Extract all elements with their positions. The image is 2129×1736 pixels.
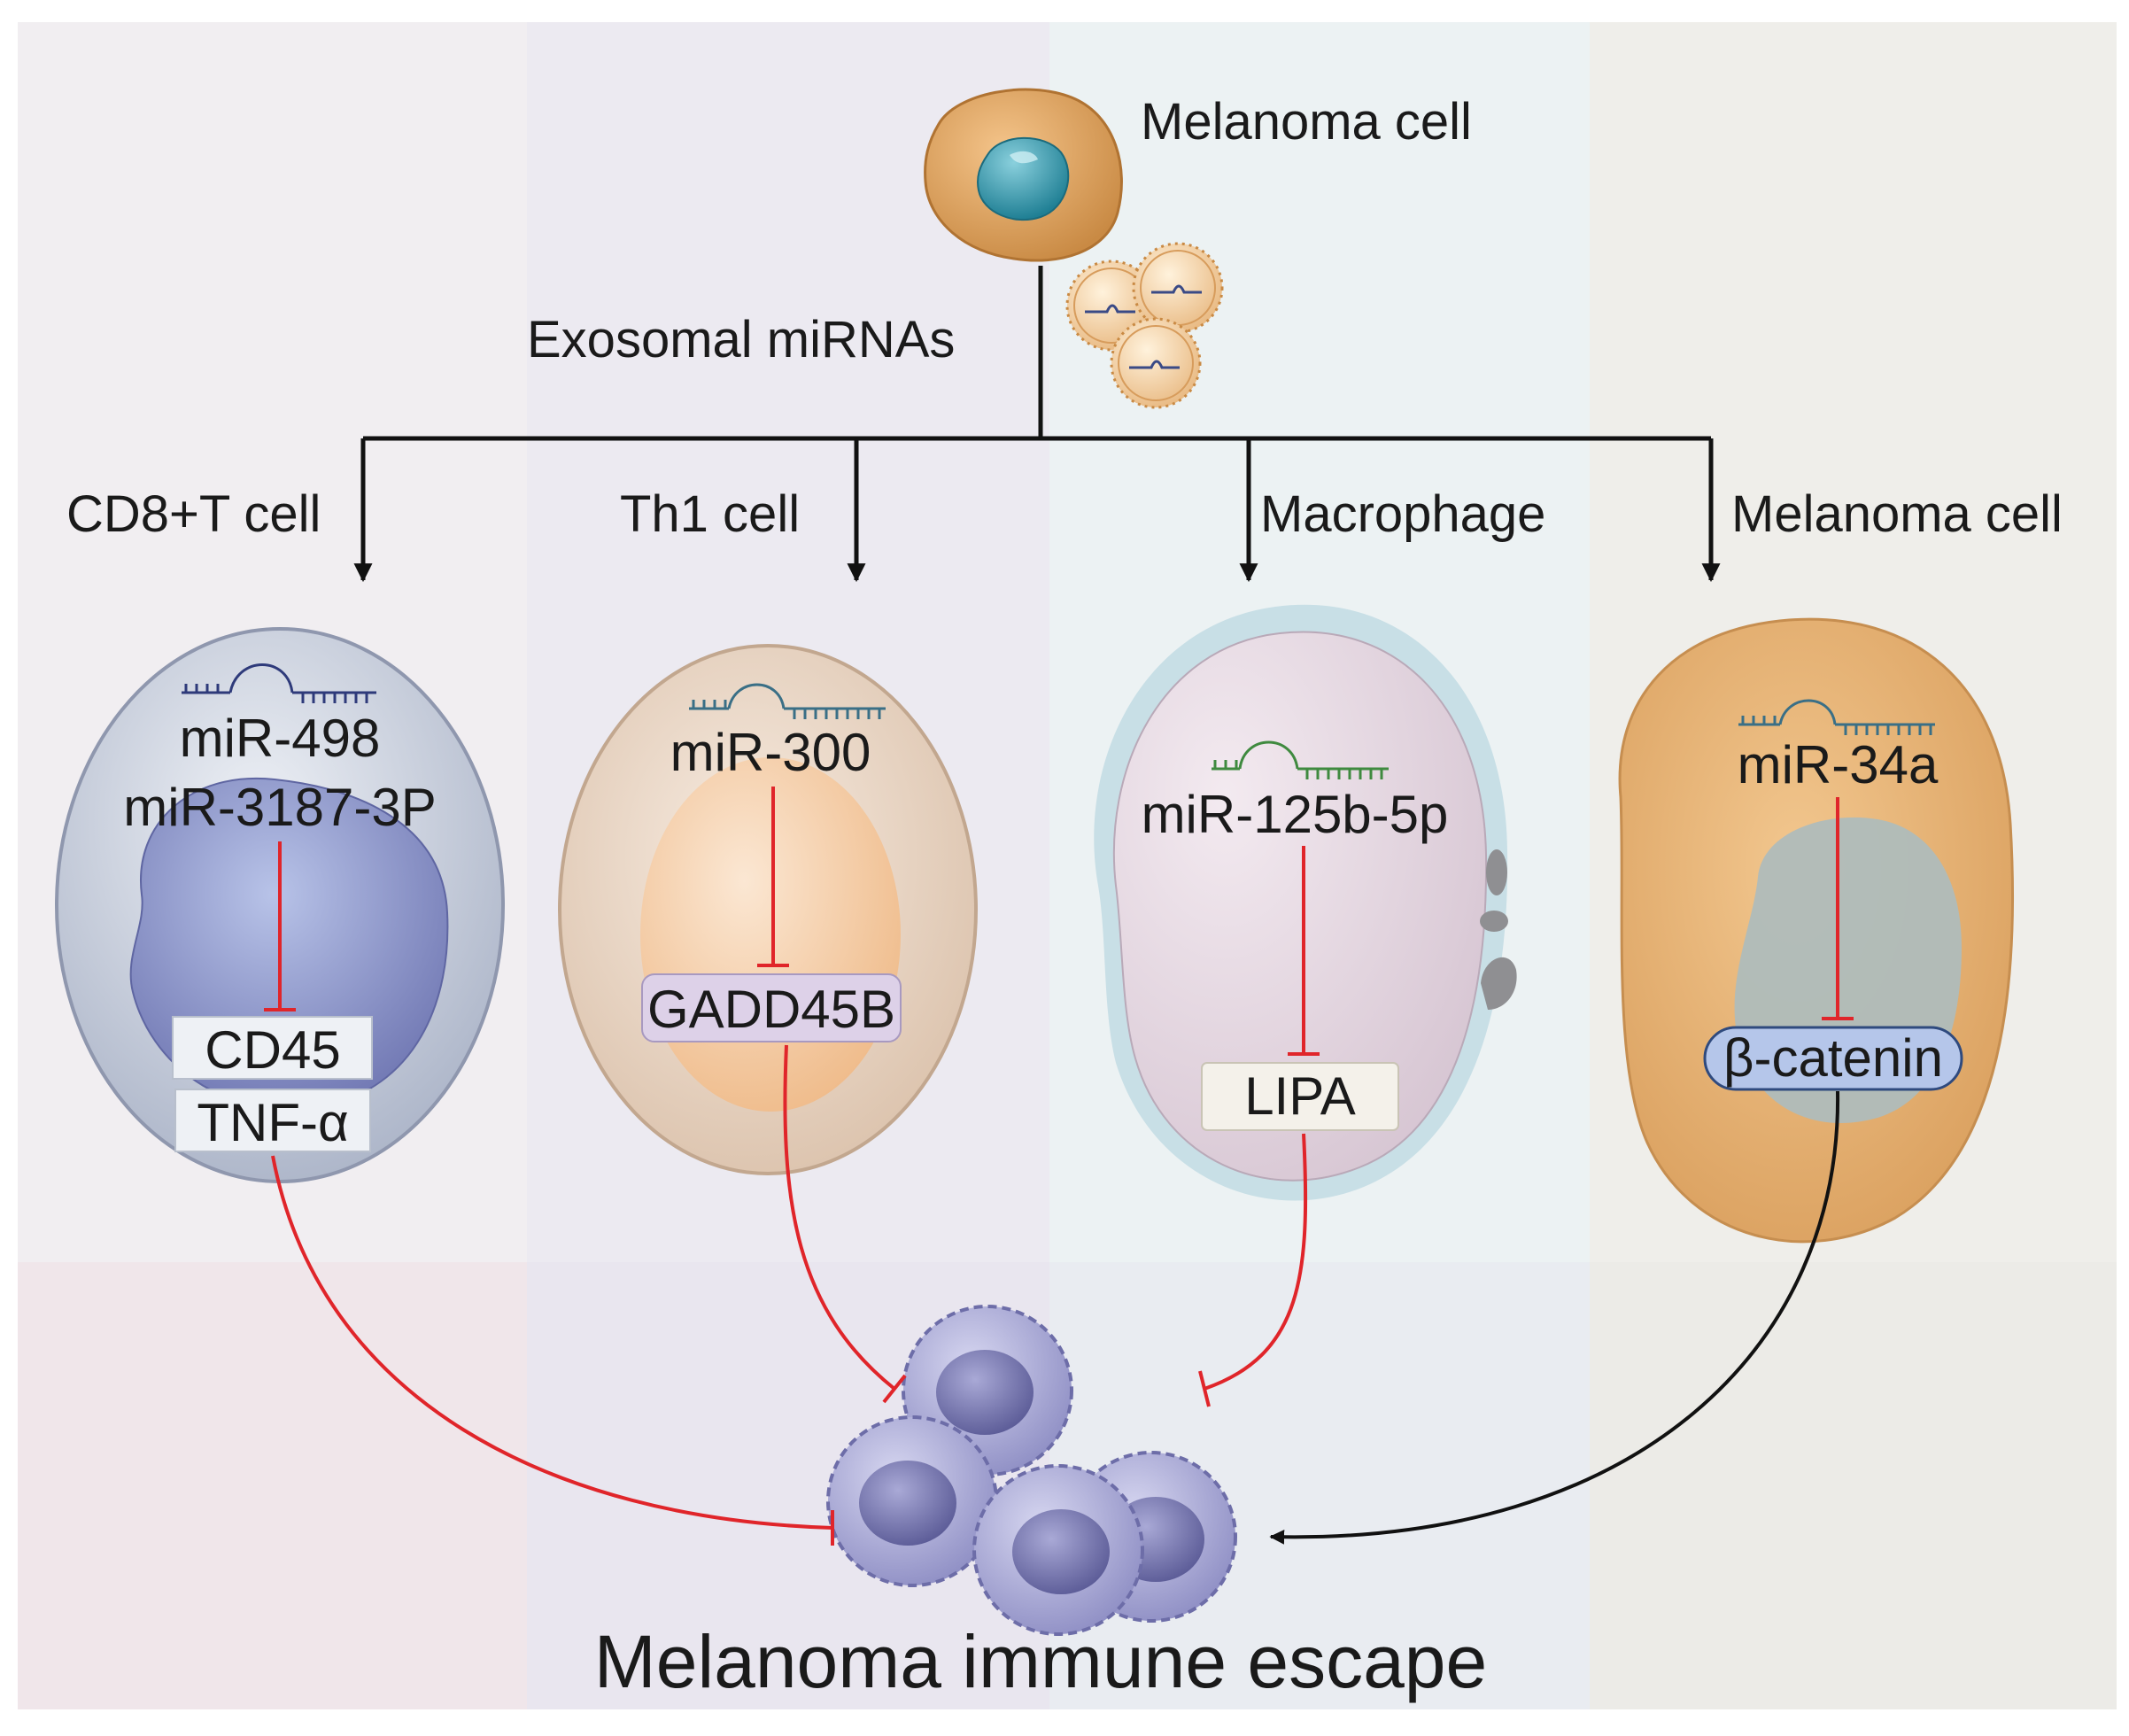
gene-label: LIPA <box>1244 1066 1356 1126</box>
gene-box <box>1201 1062 1399 1131</box>
mirna-label: miR-498 <box>180 709 381 768</box>
cell-label-th1-cell: Th1 cell <box>620 485 800 543</box>
inhibition-bar <box>882 1374 907 1404</box>
gene-label: TNF-α <box>197 1093 348 1152</box>
mirna-label: miR-3187-3P <box>123 778 436 837</box>
macrophage-illustration <box>1094 604 1517 1201</box>
outcome-title: Melanoma immune escape <box>594 1620 1488 1703</box>
mirna-hairpin-icon <box>182 663 376 703</box>
mirna-label: miR-34a <box>1738 735 1939 794</box>
mirna-hairpin-icon <box>1212 740 1389 779</box>
gene-label: CD45 <box>205 1020 340 1080</box>
mirna-hairpin-icon <box>689 683 886 719</box>
inhibition-bar <box>1198 1370 1211 1407</box>
gene-box <box>641 973 902 1042</box>
target-melanoma-cell-illustration <box>1618 617 2015 1244</box>
gene-label: GADD45B <box>647 980 895 1039</box>
promotion-edge-melanoma-cell <box>1269 1090 1840 1545</box>
mirna-hairpin-icon <box>1738 699 1935 735</box>
gene-box <box>1703 1026 1963 1091</box>
carrier-label: Exosomal miRNAs <box>527 311 955 368</box>
cell-label-macrophage: Macrophage <box>1260 485 1545 543</box>
gene-box <box>174 1089 371 1152</box>
immune-escape-cell-cluster-illustration <box>826 1305 1237 1636</box>
gene-box <box>172 1016 373 1080</box>
mirna-label: miR-300 <box>670 723 871 782</box>
inhibition-edge <box>1822 797 1854 1020</box>
exosome-cluster-icon <box>1065 242 1224 409</box>
source-label: Melanoma cell <box>1141 93 1472 151</box>
mirna-label: miR-125b-5p <box>1142 785 1449 844</box>
inhibition-edge <box>1288 846 1320 1056</box>
gene-label: β-catenin <box>1723 1028 1943 1088</box>
cell-label-melanoma-cell: Melanoma cell <box>1731 485 2063 543</box>
inhibition-edge-th1-cell <box>783 1044 896 1391</box>
source-melanoma-cell-illustration <box>924 88 1123 262</box>
cell-label-cd8-t-cell: CD8+T cell <box>66 485 321 543</box>
inhibition-edge <box>757 787 789 967</box>
outcome-edges <box>271 1044 1840 1546</box>
distribution-tree <box>353 266 1721 583</box>
inhibition-edge-cd8-t-cell <box>271 1155 833 1530</box>
inhibition-edge <box>264 841 296 1011</box>
inhibition-edge-macrophage <box>1204 1133 1308 1391</box>
